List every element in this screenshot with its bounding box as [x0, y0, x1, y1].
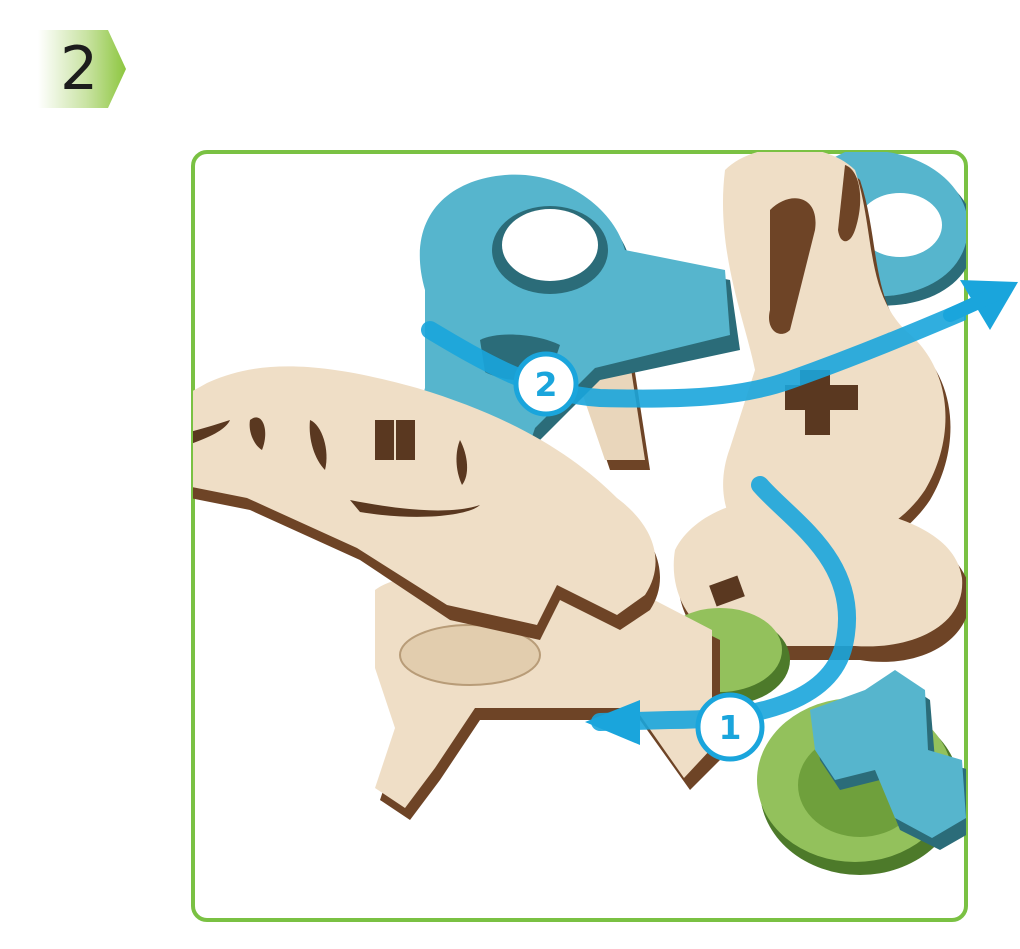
callout-2: 2	[516, 354, 576, 414]
callout-2-label: 2	[535, 365, 558, 404]
callout-1-label: 1	[719, 708, 742, 747]
callout-1: 1	[698, 695, 762, 759]
